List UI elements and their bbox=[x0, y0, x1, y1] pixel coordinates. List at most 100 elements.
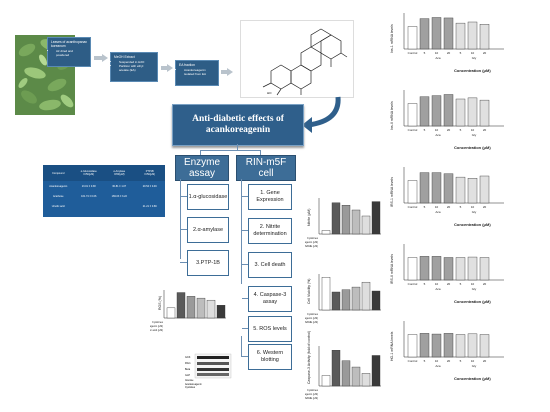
bar bbox=[479, 175, 490, 204]
row-label: Cytokines bbox=[307, 313, 319, 316]
enzyme-step-2: 2.α-amylase bbox=[187, 217, 229, 243]
cell-step-5-label: 5. ROS levels bbox=[253, 325, 287, 332]
flow-box-extract-bullet-1: Suspended in H2O bbox=[119, 60, 154, 64]
bar bbox=[371, 201, 381, 235]
cell-tick-6 bbox=[241, 356, 248, 357]
tick-label: 20 bbox=[447, 128, 451, 132]
bar bbox=[479, 257, 490, 281]
flow-box-fraction: EA fraction Acankoreagenin isolated from… bbox=[175, 60, 219, 86]
bar bbox=[419, 333, 430, 358]
bar bbox=[455, 257, 466, 281]
right-xlabel-4: Concentration (μM) bbox=[454, 376, 491, 381]
bar bbox=[455, 334, 466, 358]
bar bbox=[407, 334, 418, 358]
main-title: Anti-diabetic effects of acankoreagenin bbox=[192, 114, 284, 135]
bar bbox=[467, 97, 478, 127]
enzyme-step-2-label: 2.α-amylase bbox=[192, 226, 224, 233]
group-label: Gly bbox=[472, 133, 477, 137]
caspase-chart-panel: CytokinesAcankoreagenin (μM)L-NAME (μM) … bbox=[305, 331, 383, 410]
caspase-chart: CytokinesAcankoreagenin (μM)L-NAME (μM) bbox=[305, 346, 381, 400]
bar bbox=[361, 215, 371, 235]
viability-chart-panel: CytokinesAcankoreagenin (μM)L-NAME (μM) … bbox=[305, 266, 383, 334]
cell-step-3: 3. Cell death bbox=[248, 252, 292, 278]
bar bbox=[331, 350, 341, 387]
bar bbox=[351, 366, 361, 387]
tick-label: 5 bbox=[424, 128, 426, 132]
tick-label: 5 bbox=[460, 128, 462, 132]
group-label: Gly bbox=[472, 287, 477, 291]
bar bbox=[455, 176, 466, 204]
row-label: Cytokines bbox=[152, 321, 164, 324]
table-row: Ursolic acid 21.21 ± 0.69 bbox=[43, 201, 165, 211]
tick-label: 10 bbox=[435, 128, 439, 132]
tick-label: 10 bbox=[471, 128, 475, 132]
blot-label: GCK bbox=[185, 356, 191, 359]
cell-tick-3 bbox=[241, 264, 248, 265]
tick-label: Control bbox=[408, 359, 418, 363]
viability-ylabel: Cell Viability (%) bbox=[307, 278, 311, 304]
blot-label: Beta bbox=[185, 368, 191, 371]
bar bbox=[443, 94, 454, 127]
blot-row-label: Acankoreagenin bbox=[185, 383, 202, 386]
group-label: Aca bbox=[435, 210, 441, 214]
flow-arrow-3-body bbox=[221, 70, 227, 74]
cell-step-6-label: 6. Western blotting bbox=[256, 350, 284, 363]
tick-label: 20 bbox=[447, 51, 451, 55]
cell-step-1-label: 1. Gene Expression bbox=[256, 190, 284, 203]
row-label: Acankoreagenin (μM) bbox=[305, 393, 318, 396]
bar bbox=[216, 305, 226, 319]
cell-step-6: 6. Western blotting bbox=[248, 344, 292, 370]
connector-left-drop bbox=[200, 150, 201, 155]
bar bbox=[419, 96, 430, 127]
group-label: Aca bbox=[435, 287, 441, 291]
enzyme-tick-2 bbox=[180, 229, 187, 230]
bar bbox=[407, 26, 418, 50]
bar bbox=[206, 299, 216, 319]
right-xlabel-2: Concentration (μM) bbox=[454, 222, 491, 227]
group-label: Aca bbox=[435, 133, 441, 137]
blot-row-label: Cytokines bbox=[185, 387, 196, 389]
curved-arrow-to-title bbox=[302, 96, 341, 133]
bar bbox=[467, 21, 478, 50]
flow-arrow-1-body bbox=[94, 56, 102, 60]
bar bbox=[479, 99, 490, 127]
enzyme-tick-3 bbox=[180, 262, 187, 263]
bar bbox=[166, 307, 176, 319]
group-label: Gly bbox=[472, 56, 477, 60]
cell-step-4-label: 4. Caspase-3 assay bbox=[253, 292, 287, 305]
cell-step-2: 2. Nitrite determination bbox=[248, 218, 292, 244]
bar bbox=[371, 290, 381, 311]
cell-step-1: 1. Gene Expression bbox=[248, 184, 292, 210]
bar bbox=[331, 291, 341, 311]
tick-label: 10 bbox=[471, 282, 475, 286]
bar bbox=[431, 256, 442, 281]
row-label: Acankoreagenin (μM) bbox=[305, 241, 318, 244]
cell-bracket bbox=[241, 179, 242, 357]
blot-row-label: Glucose bbox=[185, 380, 194, 382]
tick-label: 10 bbox=[471, 205, 475, 209]
bar bbox=[407, 180, 418, 204]
connector-horizontal bbox=[200, 150, 260, 151]
right-ylabel-3: IRS-II mRNA levels bbox=[390, 254, 394, 284]
flow-box-extract-bullet-2: Partition with ethyl acetate (EA) bbox=[119, 64, 154, 72]
tick-label: 10 bbox=[435, 282, 439, 286]
row-label: L-NAME (μM) bbox=[305, 321, 318, 324]
ros-chart: CytokinesAcankoreagenin (μM)Ascorbic aci… bbox=[150, 290, 226, 332]
enzyme-step-1: 1.α-glucosidase bbox=[187, 184, 229, 210]
bar bbox=[443, 17, 454, 50]
bar bbox=[431, 95, 442, 127]
enzyme-bracket bbox=[180, 179, 181, 259]
flow-arrow-3 bbox=[227, 68, 233, 76]
flow-box-fraction-bullet: Acankoreagenin isolated from EA bbox=[184, 68, 215, 76]
row-label: Cytokines bbox=[307, 389, 319, 392]
bar bbox=[371, 355, 381, 387]
ros-ylabel: ROS (%) bbox=[158, 296, 162, 310]
bar bbox=[431, 333, 442, 358]
